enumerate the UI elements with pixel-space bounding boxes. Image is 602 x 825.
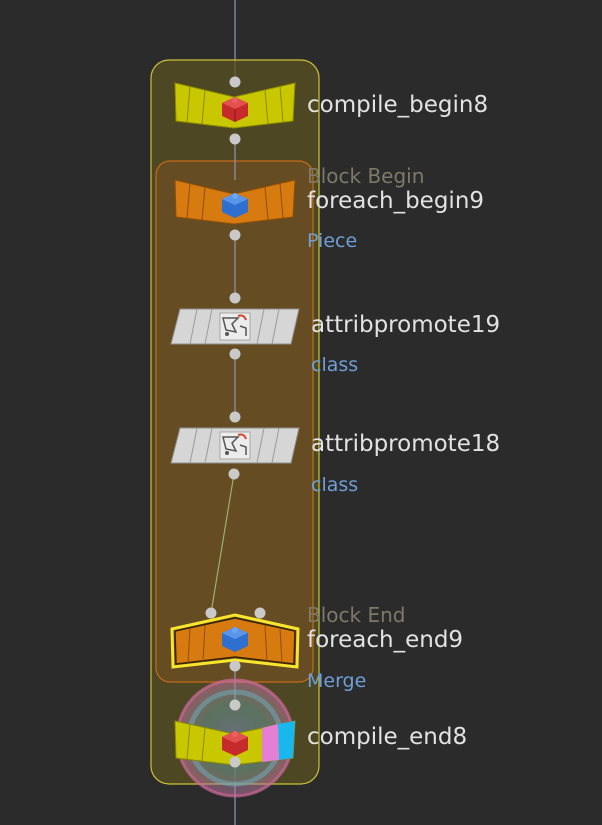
compile-end-name-label: compile_end8: [307, 724, 468, 750]
foreach-end-output-port[interactable]: [229, 660, 241, 672]
node-compile-begin[interactable]: [174, 76, 296, 145]
red-cube-icon: [222, 731, 248, 756]
attribpromote18-input-port[interactable]: [229, 411, 241, 423]
foreach-end-input-port-1[interactable]: [205, 607, 217, 619]
blue-cube-icon: [222, 193, 248, 218]
node-foreach-end[interactable]: [170, 607, 300, 672]
attribpromote19-output-port[interactable]: [229, 348, 241, 360]
foreach-end-name-label: foreach_end9: [307, 627, 464, 653]
foreach-end-caption: Block End: [307, 603, 406, 627]
foreach-begin-method-label: Piece: [307, 230, 358, 252]
attribpromote18-name-label: attribpromote18: [311, 431, 501, 457]
node-attribpromote19[interactable]: [170, 292, 300, 360]
attribpromote19-class-label: class: [311, 354, 359, 376]
node-foreach-begin[interactable]: [174, 175, 296, 241]
compile-end-output-port[interactable]: [229, 756, 241, 768]
template-flag[interactable]: [262, 724, 279, 762]
red-cube-icon: [222, 97, 248, 122]
compile-end-input-port[interactable]: [229, 699, 241, 711]
node-attribpromote18[interactable]: [170, 411, 300, 480]
compile-begin-input-port[interactable]: [229, 76, 241, 88]
attribpromote18-output-port[interactable]: [228, 468, 240, 480]
foreach-begin-caption: Block Begin: [307, 164, 425, 188]
attribpromote19-name-label: attribpromote19: [311, 312, 501, 338]
attribpromote18-class-label: class: [311, 474, 359, 496]
compile-begin-output-port[interactable]: [229, 133, 241, 145]
foreach-end-input-port-2[interactable]: [254, 607, 266, 619]
foreach-begin-output-port[interactable]: [229, 229, 241, 241]
foreach-end-selected-outline: [170, 613, 300, 669]
attribpromote-icon: [219, 312, 251, 341]
display-flag[interactable]: [278, 721, 295, 760]
foreach-end-method-label: Merge: [307, 670, 367, 692]
node-compile-end[interactable]: [174, 678, 296, 798]
wire-attribpromote18-to-foreach-end: [210, 473, 235, 614]
blue-cube-icon: [222, 627, 248, 652]
compile-begin-name-label: compile_begin8: [307, 92, 489, 118]
attribpromote19-input-port[interactable]: [229, 292, 241, 304]
foreach-begin-name-label: foreach_begin9: [307, 188, 485, 214]
attribpromote-icon: [219, 431, 251, 460]
